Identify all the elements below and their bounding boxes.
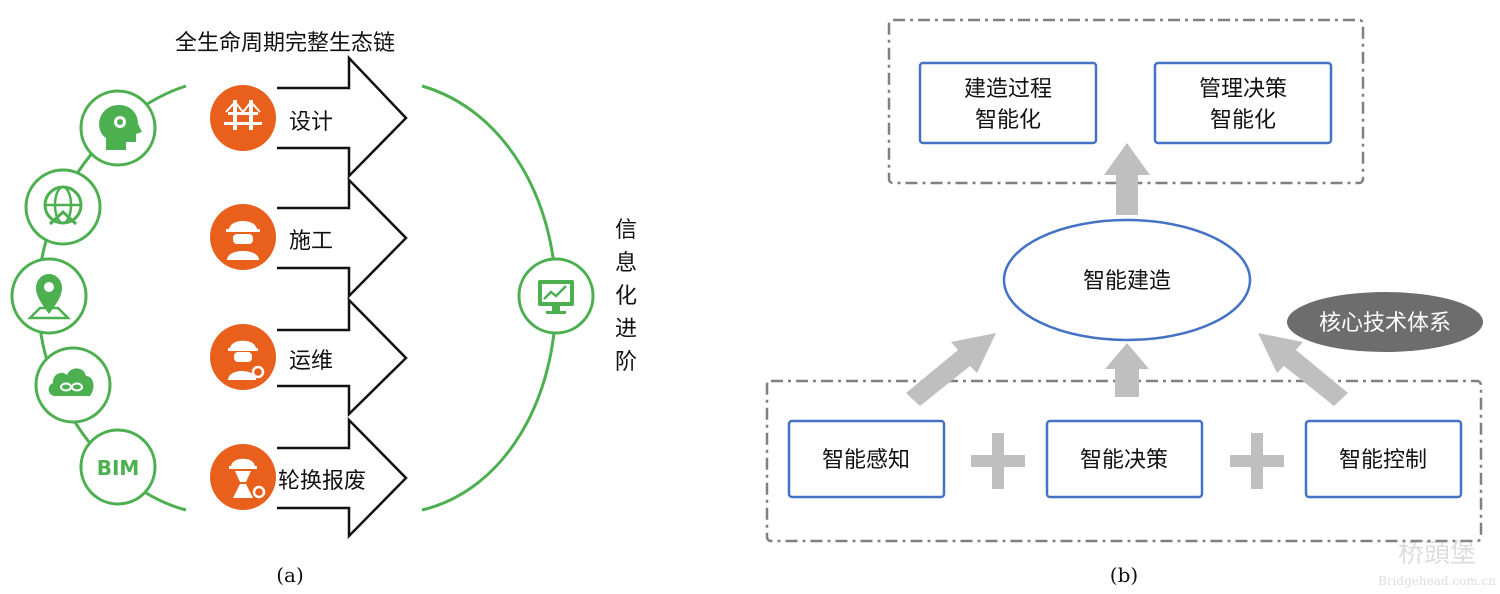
arrow-right-to-center [1258,333,1348,406]
watermark: 桥頭堡 Bridgehead.com.cn [1378,539,1496,588]
core-tech-badge [1287,292,1483,352]
bottom-box-perception [787,419,946,499]
top-box-management-line1: 管理决策 [1199,77,1287,102]
panel-a: BIM [10,31,637,587]
side-label-char-4: 进 [615,317,637,342]
brain-head-icon [79,89,157,167]
top-box-construction-line2: 智能化 [975,108,1041,133]
stage-label-scrap: 轮换报废 [278,469,366,494]
stage-arrow-maintain [277,296,408,417]
globe-network-icon [24,168,102,246]
bim-badge: BIM [79,428,157,506]
scrap-worker-icon [210,444,276,510]
watermark-url: Bridgehead.com.cn [1378,574,1496,588]
top-dashed-group [887,18,1365,185]
top-box-management-line2: 智能化 [1210,108,1276,133]
side-label-char-5: 阶 [615,350,637,375]
plus-sign-1 [971,433,1025,489]
plus-sign-2 [1230,433,1284,489]
top-box-construction [918,61,1098,145]
caption-a: (a) [276,563,304,587]
panel-b: 建造过程 智能化 管理决策 智能化 智能建造 核心技术体系 智能感知 智能决策 … [765,18,1483,587]
bottom-box-perception-label: 智能感知 [822,448,910,473]
arrow-center-to-top [1104,143,1150,215]
bottom-box-decision-label: 智能决策 [1080,448,1168,473]
stage-arrow-design [277,54,408,180]
top-box-construction-line1: 建造过程 [964,77,1052,102]
arrow-left-to-center [906,333,996,406]
panel-a-title: 全生命周期完整生态链 [175,31,395,56]
bottom-box-decision [1045,419,1204,499]
bim-label: BIM [97,456,140,480]
construction-worker-icon [210,204,276,270]
maintenance-worker-icon [210,324,276,390]
arrow-middle-to-center [1105,343,1149,397]
stage-label-design: 设计 [289,110,333,135]
caption-b: (b) [1110,563,1138,587]
bottom-box-control [1304,419,1463,499]
cloud-icon [34,346,112,424]
watermark-logo: 桥頭堡 [1398,539,1476,569]
side-label-char-3: 化 [615,284,637,309]
core-tech-label: 核心技术体系 [1319,311,1451,336]
stage-arrows [277,54,408,540]
stage-arrow-build [277,176,408,300]
side-label-char-1: 信 [615,218,637,243]
stage-label-build: 施工 [289,229,333,254]
top-box-management [1153,61,1333,145]
stage-label-maintain: 运维 [289,349,333,374]
side-label-char-2: 息 [615,251,637,276]
stage-arrow-scrap [277,416,408,540]
bottom-box-control-label: 智能控制 [1339,448,1427,473]
center-label: 智能建造 [1083,269,1171,294]
map-pin-icon [10,257,88,335]
bridge-icon [210,85,276,151]
center-ellipse [1002,218,1252,342]
monitor-chart-icon [517,257,595,335]
